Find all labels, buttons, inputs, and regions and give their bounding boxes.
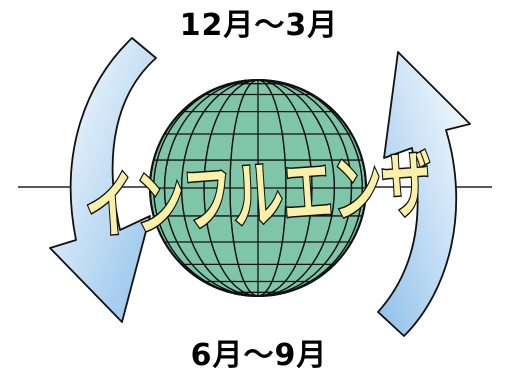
curved-arrow-up-icon	[377, 51, 471, 337]
label-summer-period: 6月〜9月	[190, 338, 328, 373]
curved-arrow-down-icon	[49, 37, 157, 323]
title-influenza: インフルエンザ	[82, 141, 435, 250]
globe-icon	[149, 79, 367, 297]
center-title: インフルエンザ	[81, 140, 436, 252]
label-winter-period: 12月〜3月	[179, 8, 339, 43]
